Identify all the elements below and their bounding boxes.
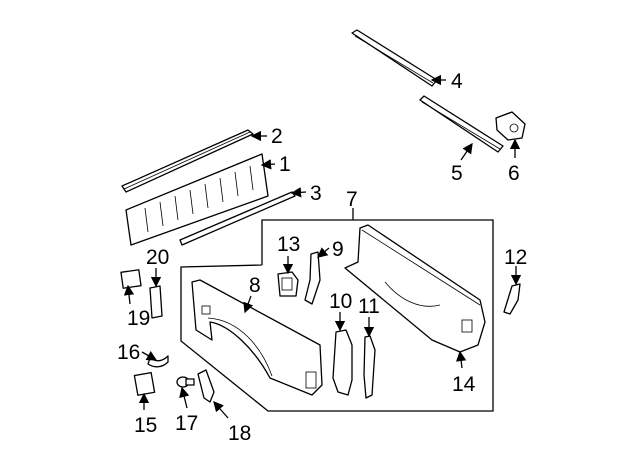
part-9-brace <box>304 251 321 305</box>
part-4-rail <box>351 29 438 87</box>
callout-16: 16 <box>117 341 140 364</box>
callout-8: 8 <box>249 274 261 297</box>
part-12-strip <box>503 283 521 315</box>
callout-14: 14 <box>452 373 476 396</box>
part-6-bracket <box>495 111 526 141</box>
callout-9: 9 <box>332 238 344 261</box>
part-15-plate <box>133 371 156 396</box>
callout-13: 13 <box>277 233 300 256</box>
callout-4: 4 <box>451 70 463 93</box>
callout-3: 3 <box>310 182 322 205</box>
part-14-inner-panel <box>344 224 486 353</box>
callout-6: 6 <box>508 162 520 185</box>
callout-10: 10 <box>329 290 352 313</box>
part-11-strip <box>363 335 376 399</box>
callout-15: 15 <box>134 414 157 437</box>
callout-2: 2 <box>271 125 283 148</box>
callout-7: 7 <box>346 188 358 211</box>
assembly-bracket <box>180 219 494 412</box>
leader-lines <box>123 74 522 419</box>
callout-20: 20 <box>146 246 169 269</box>
callout-18: 18 <box>228 422 251 445</box>
part-18-pad <box>197 369 215 403</box>
callout-1: 1 <box>279 153 291 176</box>
part-20-strip <box>149 285 163 319</box>
part-10-brace <box>332 329 353 396</box>
part-13-bracket <box>277 271 299 297</box>
callout-12: 12 <box>504 246 527 269</box>
callout-19: 19 <box>127 307 150 330</box>
part-5-rail <box>419 95 504 153</box>
callout-17: 17 <box>175 412 198 435</box>
callout-5: 5 <box>451 162 463 185</box>
part-8-side-panel <box>191 279 323 396</box>
part-19-pad <box>120 269 142 289</box>
part-17-fastener <box>176 376 195 388</box>
part-1-panel <box>125 153 269 246</box>
callout-11: 11 <box>358 295 380 318</box>
